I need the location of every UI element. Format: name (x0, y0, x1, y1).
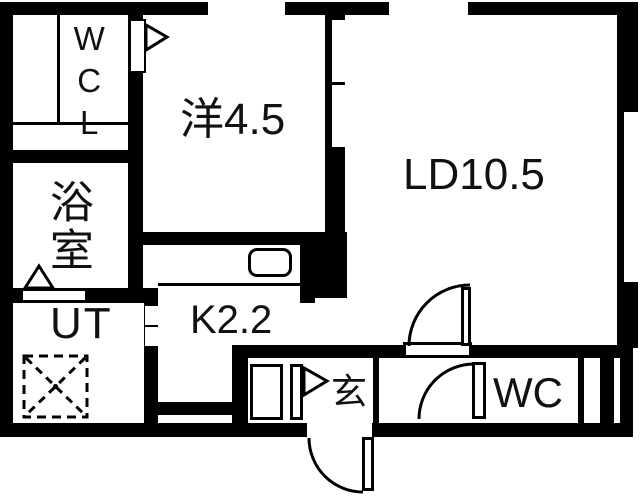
wall-wcl-bath (13, 150, 143, 163)
window-top-western (208, 0, 285, 15)
wall-left (0, 2, 13, 437)
bath-door-panel (20, 288, 88, 303)
room-label-kitchen: K2.2 (190, 298, 273, 342)
western-ld-slide-panel-1 (332, 20, 345, 82)
entrance-door-opening (307, 416, 372, 437)
wcl-divider-line (57, 15, 60, 124)
room-label-toilet: WC (493, 369, 563, 416)
wall-top (0, 2, 638, 15)
room-label-entrance: 玄 (331, 371, 368, 412)
wall-nook-south (158, 402, 232, 415)
wall-entrance-hall-divider (373, 358, 379, 423)
ut-kitchen-door-panel-2 (145, 327, 158, 346)
wall-right-lower (620, 348, 633, 437)
wall-kitchen-ld-stub (300, 298, 315, 303)
wall-pipe-space (600, 358, 614, 423)
entrance-door-swing-arc (307, 437, 364, 494)
wc-door-swing-arc (417, 362, 475, 420)
kitchen-counter-edge (158, 283, 300, 286)
room-label-western: 洋4.5 (180, 95, 286, 144)
room-label-wcl: WCL (70, 20, 108, 146)
window-right-ld (624, 112, 638, 282)
ut-kitchen-door-panel-1 (145, 306, 158, 325)
wcl-door-leaf (129, 19, 146, 73)
wcl-door-direction-marker (144, 22, 170, 53)
shoe-cabinet (250, 364, 283, 420)
entrance-direction-marker (302, 365, 330, 398)
room-label-utility: UT (50, 299, 113, 348)
kitchen-sink-symbol (248, 248, 292, 277)
wc-door-leaf (472, 362, 486, 419)
wall-western-south (128, 232, 347, 245)
wall-kitchen-ld-block (300, 232, 347, 298)
entrance-inner-door-strip (290, 364, 303, 420)
room-label-living-dining: LD10.5 (403, 150, 545, 199)
wall-wc-east (578, 358, 584, 423)
wall-entrance-west (232, 345, 248, 437)
wcl-shelf-line (13, 122, 129, 125)
room-label-bathroom: 浴室 (42, 179, 92, 275)
washer-space-symbol (22, 354, 89, 419)
ld-door-leaf (461, 287, 471, 346)
entrance-door-leaf (362, 437, 374, 491)
window-top-ld (389, 0, 468, 15)
western-ld-slide-panel-2 (332, 85, 345, 147)
